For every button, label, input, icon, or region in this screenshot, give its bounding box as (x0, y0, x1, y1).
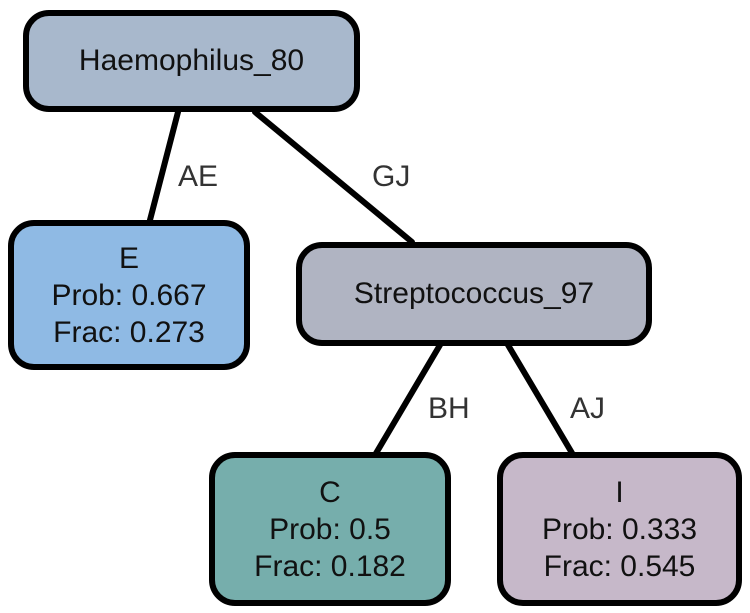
leaf-e-name: E (118, 241, 139, 275)
leaf-i-prob: Prob: 0.333 (541, 512, 698, 546)
edge-label-gj: GJ (372, 160, 411, 193)
leaf-node-i: I Prob: 0.333 Frac: 0.545 (497, 452, 742, 606)
edge-root-to-streptococcus (252, 109, 415, 245)
edge-label-ae: AE (178, 160, 219, 193)
edge-label-aj: AJ (570, 392, 606, 425)
leaf-i-frac: Frac: 0.545 (543, 549, 696, 583)
node-streptococcus: Streptococcus_97 (296, 242, 652, 346)
node-haemophilus: Haemophilus_80 (23, 10, 360, 112)
leaf-e-frac: Frac: 0.273 (53, 315, 205, 349)
leaf-node-c: C Prob: 0.5 Frac: 0.182 (209, 452, 451, 606)
edge-streptococcus-to-i (505, 342, 575, 456)
node-haemophilus-label: Haemophilus_80 (78, 44, 305, 77)
leaf-c-frac: Frac: 0.182 (254, 549, 406, 583)
leaf-node-e: E Prob: 0.667 Frac: 0.273 (8, 220, 250, 370)
leaf-e-prob: Prob: 0.667 (51, 278, 207, 312)
leaf-i-name: I (615, 475, 624, 509)
edge-root-to-e (147, 109, 181, 223)
edge-label-bh: BH (428, 392, 470, 425)
node-streptococcus-label: Streptococcus_97 (353, 277, 595, 310)
edge-streptococcus-to-c (372, 342, 443, 458)
leaf-c-prob: Prob: 0.5 (269, 512, 391, 546)
leaf-c-name: C (319, 475, 341, 509)
